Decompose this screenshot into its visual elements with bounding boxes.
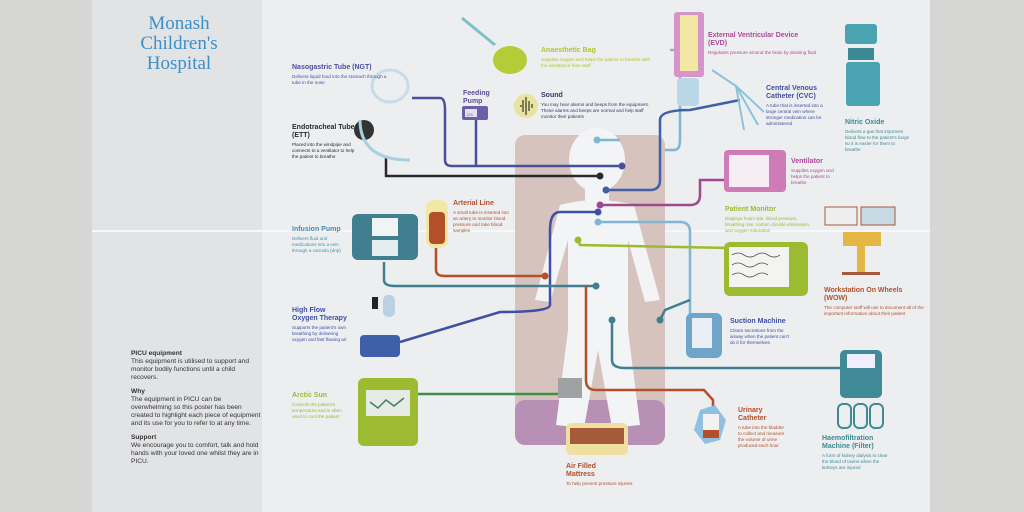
- logo-line: Children's: [140, 33, 218, 54]
- urinary-catheter-icon: [694, 405, 726, 444]
- equipment-title: Feeding Pump: [463, 90, 490, 105]
- equipment-desc: Delivers liquid food into the stomach th…: [292, 74, 387, 85]
- workstation-icon: [824, 206, 896, 275]
- equipment-title: Anaesthetic Bag: [541, 47, 596, 54]
- info-text: This equipment is utilised to support an…: [131, 358, 250, 381]
- logo-line: Monash: [148, 13, 210, 34]
- arctic-sun-icon: [358, 378, 418, 446]
- label-haemofiltration: Haemofiltration Machine (Filter) A form o…: [822, 435, 892, 471]
- info-heading: Why: [131, 388, 145, 395]
- label-evd: External Ventricular Device (EVD) Regulat…: [708, 32, 818, 56]
- info-heading: PICU equipment: [131, 350, 182, 357]
- info-heading: Support: [131, 434, 157, 441]
- equipment-desc: Displays heart rate, blood pressure, bre…: [725, 216, 811, 233]
- suction-machine-icon: [686, 313, 722, 358]
- equipment-title: Urinary Catheter: [738, 407, 767, 422]
- equipment-title: Suction Machine: [730, 318, 786, 325]
- arctic-pad: [558, 378, 582, 398]
- hospital-logo: Monash Children's Hospital: [124, 14, 234, 74]
- anaesthetic-bag-icon: [493, 46, 527, 74]
- equipment-desc: Regulates pressure around the brain by d…: [708, 50, 817, 55]
- equipment-desc: A form of kidney dialysis to clear the b…: [822, 453, 888, 470]
- equipment-title: Haemofiltration Machine (Filter): [822, 435, 874, 450]
- poster-fold: [92, 230, 930, 232]
- info-panel: [92, 0, 262, 512]
- equipment-desc: Supplies oxygen and helps the patient to…: [791, 168, 834, 185]
- ngt-coil-icon: [370, 68, 410, 104]
- haemofiltration-icon: [837, 350, 884, 429]
- equipment-desc: You may hear alarms and beeps from the e…: [541, 102, 650, 119]
- infusion-pump-icon: [352, 214, 418, 260]
- equipment-title: Ventilator: [791, 158, 823, 165]
- equipment-title: Arterial Line: [453, 200, 494, 207]
- label-feeding-pump: Feeding Pump: [463, 90, 493, 106]
- equipment-desc: To help prevent pressure injuries: [566, 481, 633, 486]
- equipment-desc: Controls the patient's temperature and i…: [292, 402, 342, 419]
- equipment-title: Infusion Pump: [292, 226, 341, 233]
- equipment-desc: Delivers a gas that improves blood flow …: [845, 129, 909, 152]
- air-mattress-icon: [566, 423, 628, 455]
- equipment-desc: Delivers fluid and medications into a ve…: [292, 236, 341, 253]
- equipment-title: High Flow Oxygen Therapy: [292, 307, 347, 322]
- equipment-desc: A tube into the bladder to collect and m…: [738, 425, 785, 448]
- equipment-title: External Ventricular Device (EVD): [708, 32, 799, 47]
- info-text: The equipment in PICU can be overwhelmin…: [131, 396, 261, 427]
- label-ngt: Nasogastric Tube (NGT) Delivers liquid fo…: [292, 64, 392, 86]
- logo-line: Hospital: [146, 53, 212, 74]
- feeding-pump-display: 125: [466, 112, 473, 117]
- equipment-desc: Clears secretions from the airway when t…: [730, 328, 790, 345]
- equipment-desc: A tube that is inserted into a large cen…: [766, 103, 823, 126]
- label-workstation: Workstation On Wheels (WOW) The computer …: [824, 287, 924, 317]
- equipment-title: Nitric Oxide: [845, 119, 885, 126]
- equipment-title: Workstation On Wheels (WOW): [824, 287, 903, 302]
- info-text: We encourage you to comfort, talk and ho…: [131, 442, 259, 465]
- equipment-title: Arctic Sun: [292, 392, 328, 399]
- label-ett: Endotracheal Tube (ETT) Placed into the w…: [292, 124, 356, 160]
- patient-monitor-icon: [724, 242, 808, 296]
- label-urinary-catheter: Urinary Catheter A tube into the bladder …: [738, 407, 788, 449]
- ventilator-icon: [724, 150, 786, 192]
- arterial-line-icon: [426, 200, 448, 248]
- equipment-title: Endotracheal Tube (ETT): [292, 124, 355, 139]
- equipment-desc: Supplies oxygen and helps the patient to…: [541, 57, 651, 68]
- equipment-title: Air Filled Mattress: [566, 463, 596, 478]
- label-air-mattress: Air Filled Mattress To help prevent press…: [566, 463, 646, 487]
- equipment-title: Central Venous Catheter (CVC): [766, 85, 817, 100]
- label-cvc: Central Venous Catheter (CVC) A tube that…: [766, 85, 830, 127]
- equipment-desc: The computer staff will use to document …: [824, 305, 924, 316]
- equipment-title: Patient Monitor: [725, 206, 776, 213]
- cvc-icon: [711, 69, 765, 131]
- equipment-title: Sound: [541, 92, 563, 99]
- equipment-title: Nasogastric Tube (NGT): [292, 64, 372, 71]
- equipment-desc: A small tube is inserted into an artery …: [453, 210, 509, 233]
- label-arterial-line: Arterial Line A small tube is inserted in…: [453, 200, 513, 234]
- equipment-desc: Supports the patient's own breathing by …: [292, 325, 347, 342]
- nitric-oxide-icon: [845, 24, 880, 106]
- high-flow-icon: [360, 295, 400, 357]
- equipment-desc: Placed into the windpipe and connects to…: [292, 142, 355, 159]
